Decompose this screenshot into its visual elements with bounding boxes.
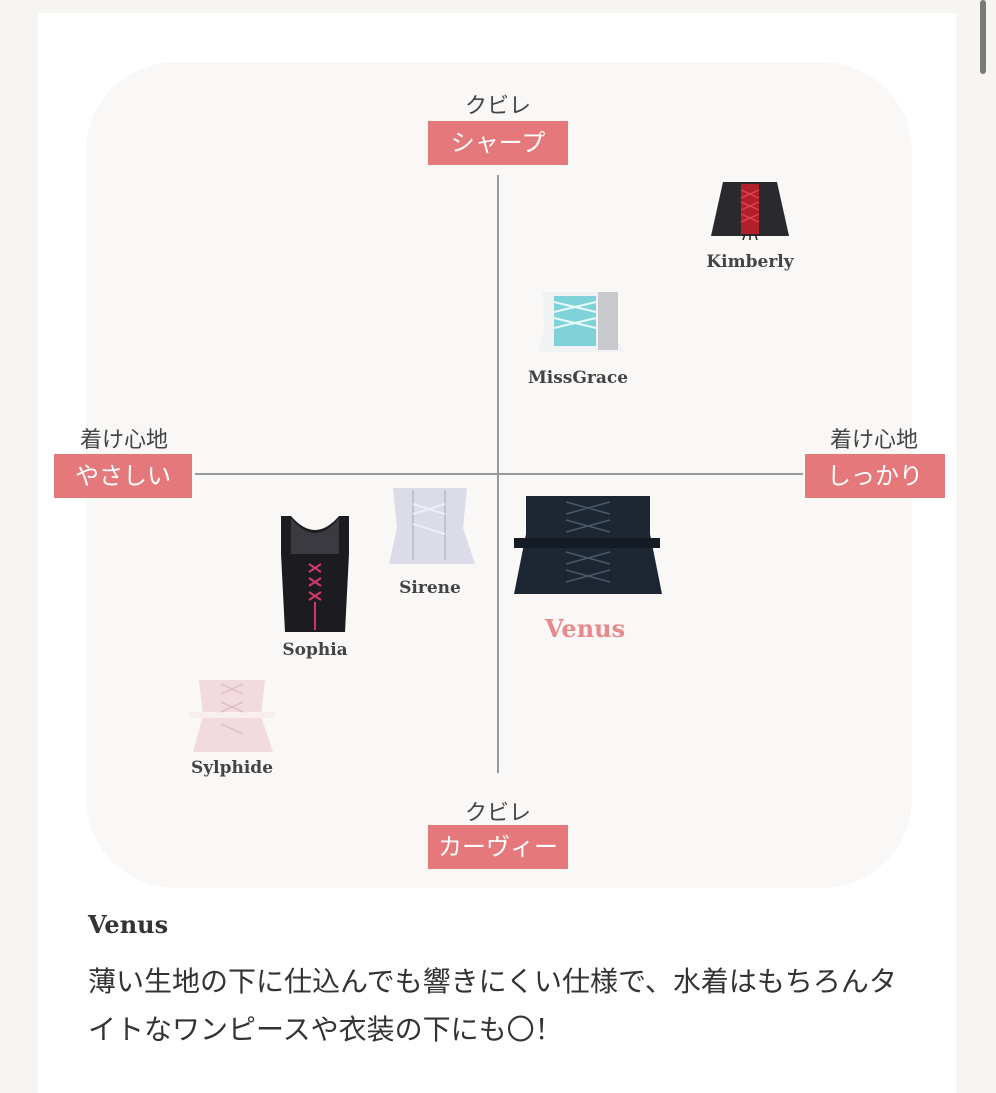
product-name: Sophia — [282, 640, 348, 660]
product-name: MissGrace — [527, 368, 629, 388]
corset-icon — [711, 182, 789, 240]
top-axis-caption: クビレ — [464, 94, 531, 119]
left-axis-label: やさしい — [54, 454, 192, 498]
horizontal-axis — [195, 473, 803, 475]
product-sirene[interactable]: Sirene — [380, 484, 480, 598]
product-sophia[interactable]: Sophia — [260, 514, 370, 664]
product-kimberly[interactable]: Kimberly — [690, 178, 810, 278]
bottom-axis-label: カーヴィー — [428, 825, 568, 869]
corset-icon — [189, 680, 275, 752]
product-missgrace[interactable]: MissGrace — [518, 288, 638, 388]
description-title: Venus — [88, 910, 169, 939]
description-body: 薄い生地の下に仕込んでも響きにくい仕様で、水着はもちろんタイトなワンピースや衣装… — [88, 965, 897, 1046]
product-name: Sirene — [399, 578, 461, 598]
right-axis-caption: 着け心地 — [829, 428, 918, 453]
right-axis-label: しっかり — [805, 454, 945, 498]
corset-icon — [538, 292, 624, 352]
bottom-axis-caption: クビレ — [464, 801, 531, 826]
corset-icon — [514, 496, 662, 594]
scrollbar[interactable] — [980, 0, 986, 74]
product-name-highlighted[interactable]: Venus — [545, 614, 626, 643]
product-name: Kimberly — [706, 252, 794, 272]
left-axis-caption: 着け心地 — [79, 428, 168, 453]
product-venus[interactable] — [508, 490, 668, 600]
corset-icon — [281, 516, 349, 632]
top-axis-label: シャープ — [428, 121, 568, 165]
product-sylphide[interactable]: Sylphide — [172, 676, 292, 786]
corset-icon — [389, 488, 475, 564]
product-name: Sylphide — [190, 758, 274, 778]
